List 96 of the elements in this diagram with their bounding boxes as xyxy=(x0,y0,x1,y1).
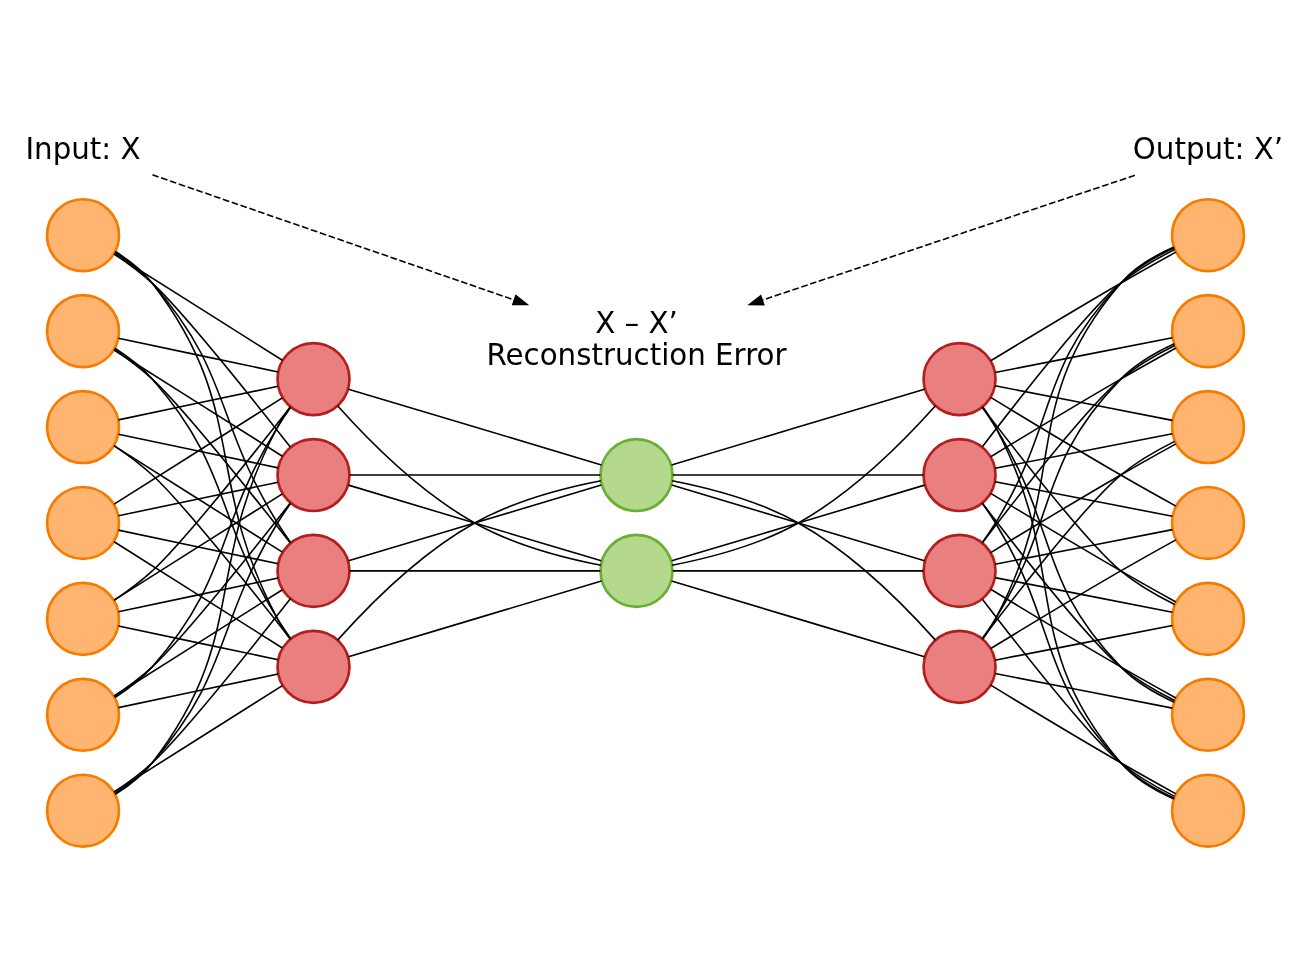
connector xyxy=(114,502,292,794)
connector xyxy=(670,387,926,466)
connector xyxy=(981,406,1176,703)
connector xyxy=(994,384,1174,421)
connector xyxy=(113,348,284,457)
connector xyxy=(671,569,925,572)
connector xyxy=(994,624,1174,661)
connector xyxy=(113,348,292,544)
node-circle xyxy=(599,533,674,608)
node-circle xyxy=(1170,485,1246,560)
connector xyxy=(348,569,602,572)
arrow xyxy=(747,174,1136,305)
arrow xyxy=(151,173,530,305)
node-circle xyxy=(1170,389,1246,464)
node-text: Input: X xyxy=(25,131,141,166)
connector xyxy=(113,396,284,505)
connector xyxy=(981,405,1175,800)
node-circle xyxy=(276,629,351,704)
node-circle xyxy=(45,293,121,368)
connector xyxy=(113,540,284,649)
connector xyxy=(989,492,1177,603)
connector xyxy=(114,251,292,543)
connector xyxy=(994,576,1174,613)
connector xyxy=(989,396,1177,507)
connector xyxy=(347,387,603,466)
connector xyxy=(117,337,279,373)
connector xyxy=(989,587,1177,699)
node-circle xyxy=(922,533,997,608)
connector xyxy=(117,672,279,708)
node-circle xyxy=(1170,772,1246,848)
connector xyxy=(994,672,1174,709)
node-circle xyxy=(1170,677,1246,752)
connector xyxy=(114,346,292,639)
connector xyxy=(113,492,284,601)
connector xyxy=(117,480,279,517)
connector xyxy=(994,480,1174,517)
connector xyxy=(981,246,1176,543)
connector xyxy=(981,440,1176,639)
node-text: Output: X’ xyxy=(1132,131,1284,166)
node-circle xyxy=(45,197,121,273)
connector xyxy=(989,683,1177,795)
connector xyxy=(981,502,1176,799)
connector xyxy=(989,538,1177,649)
node-circle xyxy=(1170,293,1246,368)
connector xyxy=(336,404,602,566)
connector xyxy=(117,432,279,469)
connector xyxy=(981,344,1176,543)
connector xyxy=(113,684,284,793)
connector xyxy=(671,473,925,476)
connector xyxy=(113,405,292,601)
connector xyxy=(994,432,1174,469)
connector xyxy=(981,342,1176,639)
node-circle xyxy=(45,485,121,560)
connector xyxy=(981,597,1176,797)
node-circle xyxy=(45,389,121,464)
connector xyxy=(114,406,292,698)
connector xyxy=(989,442,1177,553)
connector xyxy=(994,528,1174,565)
connector xyxy=(981,248,1176,448)
connector xyxy=(994,336,1174,373)
connector xyxy=(670,483,926,562)
node-text: X – X’ Reconstruction Error xyxy=(486,305,787,372)
node-circle xyxy=(922,437,997,512)
node-circle xyxy=(45,677,121,752)
node-circle xyxy=(1170,197,1246,273)
connector xyxy=(347,579,603,658)
connector xyxy=(981,502,1176,701)
node-circle xyxy=(922,629,997,704)
node-circle xyxy=(45,581,121,656)
node-circle xyxy=(922,341,997,416)
connector xyxy=(981,245,1175,640)
connector xyxy=(347,483,603,562)
connector xyxy=(113,444,292,640)
connector xyxy=(117,384,279,421)
node-circle xyxy=(276,341,351,416)
connector xyxy=(989,346,1177,457)
node-circle xyxy=(276,533,351,608)
connector xyxy=(117,624,279,660)
node-circle xyxy=(1170,581,1246,656)
connector xyxy=(671,479,937,641)
connector xyxy=(989,250,1177,362)
connector xyxy=(117,528,279,565)
node-circle xyxy=(45,772,121,848)
connector xyxy=(336,479,602,641)
connector xyxy=(981,406,1176,605)
connector xyxy=(671,404,937,566)
connector xyxy=(113,501,292,697)
node-circle xyxy=(599,437,674,512)
connector xyxy=(113,252,292,448)
connector xyxy=(670,579,926,658)
node-circle xyxy=(276,437,351,512)
connector xyxy=(113,597,292,793)
connector xyxy=(114,250,292,640)
connector xyxy=(114,405,292,795)
connector xyxy=(348,473,602,476)
connector xyxy=(117,576,279,612)
